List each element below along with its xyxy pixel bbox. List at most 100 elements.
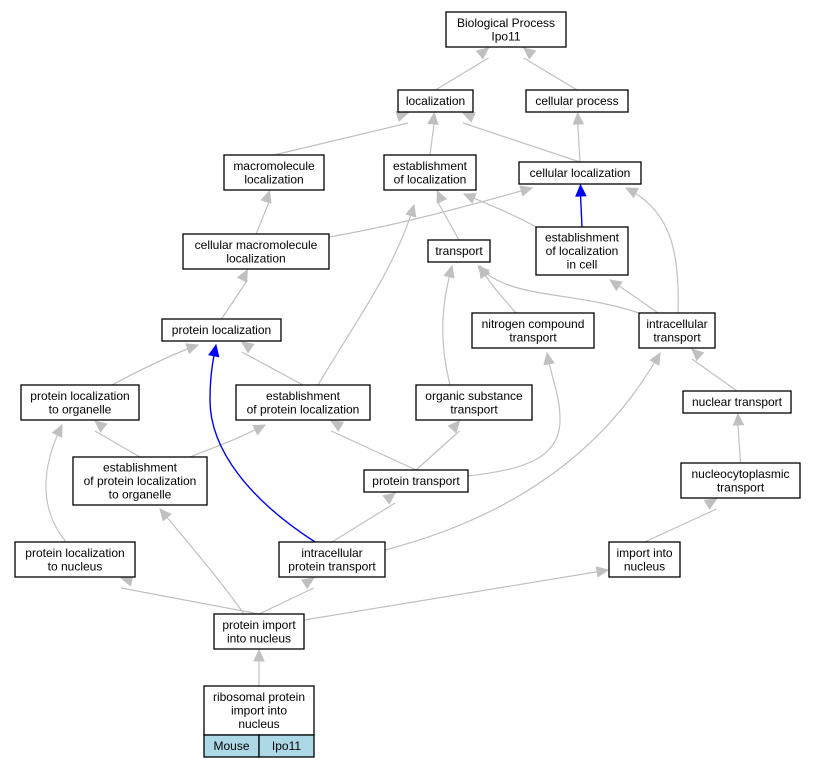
- edge-arrowhead: [595, 566, 610, 578]
- node-label-line: in cell: [567, 258, 598, 272]
- edge-cellular_localization-to-localization: [461, 112, 581, 163]
- node-box: [608, 541, 681, 578]
- edge-arrowhead: [436, 189, 448, 204]
- edge-arrowhead: [51, 423, 63, 438]
- node-label-line: nucleus: [624, 559, 665, 573]
- node-transport[interactable]: transport: [427, 239, 491, 263]
- node-box: [638, 312, 716, 349]
- edge-line: [317, 204, 415, 386]
- edge-establishment_of_localization_in_cell-to-cellular_localization: [575, 183, 587, 228]
- edge-line: [221, 279, 248, 320]
- node-box: [427, 239, 491, 263]
- node-label-line: establishment: [266, 389, 341, 403]
- node-label-line: macromolecule: [233, 159, 315, 173]
- edge-arrowhead: [159, 508, 172, 522]
- edge-establishment_of_protein_localization_to_organelle-to-protein_localization_to_organelle: [94, 420, 141, 458]
- node-box: [363, 469, 469, 493]
- edge-protein_transport-to-nitrogen_compound_transport: [467, 351, 561, 477]
- node-label-line: of protein localization: [247, 402, 360, 416]
- edge-line: [477, 265, 640, 314]
- node-box: [278, 541, 386, 578]
- node-label-line: establishment: [103, 461, 178, 475]
- edge-arrowhead: [691, 348, 705, 362]
- node-label-line: transport: [717, 480, 765, 494]
- edge-cellular_macromolecule_localization-to-cellular_localization: [328, 185, 534, 238]
- node-box: [415, 384, 533, 421]
- edge-line: [159, 508, 245, 615]
- edge-arrowhead: [253, 648, 265, 662]
- edge-arrowhead: [94, 420, 108, 433]
- node-box: [203, 685, 315, 736]
- edge-protein_import_into_nucleus-to-import_into_nucleus: [303, 566, 610, 621]
- edge-line: [442, 265, 453, 386]
- node-label-line: localization: [244, 172, 303, 186]
- node-nuclear-transport[interactable]: nuclear transport: [682, 390, 792, 414]
- node-label-line: protein localization: [30, 389, 129, 403]
- edge-arrowhead: [330, 420, 345, 432]
- edge-arrowhead: [382, 492, 396, 505]
- node-box: [518, 161, 642, 185]
- edge-line: [120, 587, 260, 615]
- node-label-line: of localization: [394, 172, 467, 186]
- edge-arrowhead: [575, 183, 587, 197]
- edge-protein_transport-to-establishment_of_protein_localization: [330, 420, 417, 471]
- edge-line: [255, 200, 271, 235]
- edge-arrowhead: [443, 264, 455, 279]
- edge-arrowhead: [479, 264, 491, 279]
- edge-line: [331, 502, 396, 543]
- node-label-line: Biological Process: [457, 16, 555, 30]
- node-label-line: protein import: [222, 618, 296, 632]
- edge-line: [436, 200, 460, 241]
- node-cellular-process[interactable]: cellular process: [525, 89, 629, 113]
- edge-arrowhead: [300, 577, 315, 590]
- edge-arrowhead: [703, 498, 718, 510]
- edge-line: [303, 569, 609, 621]
- edge-establishment_of_localization-to-localization: [427, 111, 439, 156]
- node-label-line: protein transport: [372, 474, 460, 488]
- edge-arrowhead: [427, 111, 439, 126]
- node-box: [535, 226, 629, 276]
- node-label-line: Ipo11: [491, 29, 520, 43]
- node-label-line: nucleocytoplasmic: [691, 467, 789, 481]
- node-label-line: transport: [509, 330, 557, 344]
- node-box: [213, 613, 305, 650]
- edge-arrowhead: [624, 187, 639, 199]
- node-protein-transport[interactable]: protein transport: [363, 469, 469, 493]
- edge-establishment_of_protein_localization_to_organelle-to-establishment_of_protein_localization: [189, 424, 267, 458]
- edge-arrowhead: [608, 279, 623, 292]
- node-label-line: organic substance: [425, 389, 523, 403]
- edge-establishment_of_localization_in_cell-to-establishment_of_localization: [462, 193, 537, 228]
- edge-line: [467, 352, 561, 477]
- node-label-line: establishment: [545, 231, 620, 245]
- node-localization[interactable]: localization: [397, 89, 474, 113]
- edge-transport-to-establishment_of_localization: [436, 189, 460, 241]
- node-label-line: import into: [231, 704, 287, 718]
- node-cellular-localization[interactable]: cellular localization: [518, 161, 642, 185]
- edge-nucleocytoplasmic_transport-to-nuclear_transport: [732, 412, 745, 464]
- edge-nuclear_transport-to-intracellular_transport: [691, 348, 738, 392]
- edge-line: [209, 344, 316, 543]
- edge-cellular_localization-to-cellular_process: [572, 111, 585, 163]
- edge-arrowhead: [185, 343, 200, 355]
- node-protein-localization[interactable]: protein localization: [161, 318, 282, 342]
- node-label-line: import into: [616, 546, 672, 560]
- node-label-line: intracellular: [301, 546, 362, 560]
